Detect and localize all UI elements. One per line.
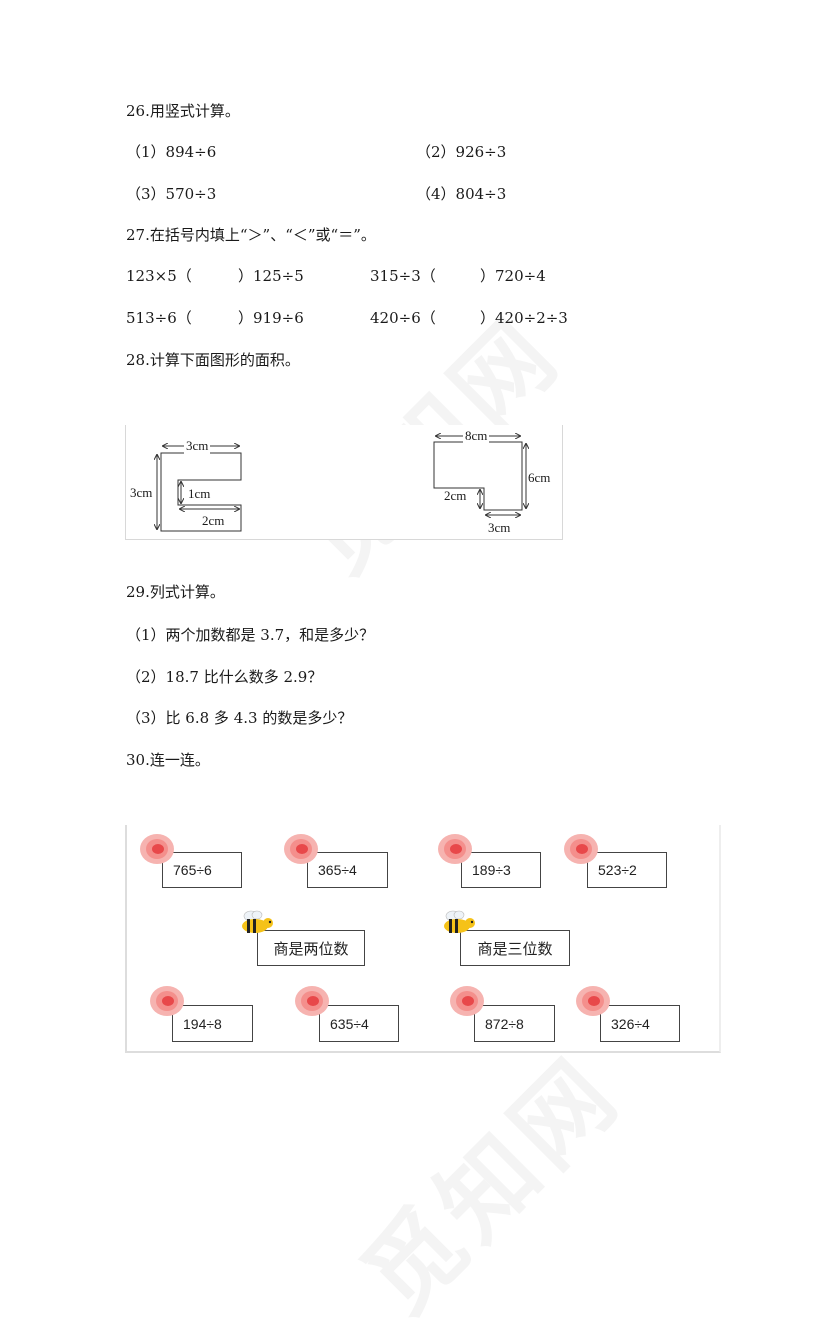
- q26-item-2: （2）926÷3: [416, 143, 507, 161]
- q27-r1c2-left: 315÷3（: [370, 267, 436, 285]
- rose-icon: [438, 834, 472, 864]
- q27-r1c1-right[interactable]: ）125÷5: [238, 267, 304, 285]
- rose-icon: [150, 986, 184, 1016]
- q27-r1c2-right[interactable]: ）720÷4: [480, 267, 546, 285]
- bottom-expr-1[interactable]: 194÷8: [172, 1005, 253, 1042]
- fig2-bottom-label: 3cm: [488, 520, 511, 535]
- q26-item-1: （1）894÷6: [126, 143, 217, 161]
- label-three-digit-quotient[interactable]: 商是三位数: [460, 930, 570, 966]
- fig1-top-label: 3cm: [184, 438, 211, 454]
- q27-title: 27.在括号内填上“＞”、“＜”或“＝”。: [126, 226, 376, 244]
- q30-matching-figure: 765÷6 365÷4 189÷3 523÷2 商是两位数 商是三位数 194÷…: [125, 825, 721, 1053]
- rose-icon: [450, 986, 484, 1016]
- rose-icon: [140, 834, 174, 864]
- q27-r2c1-right[interactable]: ）919÷6: [238, 309, 304, 327]
- q28-title: 28.计算下面图形的面积。: [126, 351, 300, 369]
- q29-item-1: （1）两个加数都是 3.7，和是多少？: [126, 626, 375, 644]
- q27-r1c1-left: 123×5（: [126, 267, 192, 285]
- bottom-expr-2[interactable]: 635÷4: [319, 1005, 399, 1042]
- fig1-height-label: 3cm: [130, 485, 153, 501]
- watermark-bottom: 觅知网: [327, 1020, 646, 1339]
- bee-icon: [242, 910, 273, 933]
- q28-figure: 3cm 3cm 1cm 2cm 8cm 6cm 2cm 3cm: [125, 425, 563, 540]
- rose-icon: [576, 986, 610, 1016]
- rose-icon: [564, 834, 598, 864]
- top-expr-1[interactable]: 765÷6: [162, 852, 242, 888]
- fig2-height-label: 6cm: [528, 470, 551, 485]
- q27-r2c2-right[interactable]: ）420÷2÷3: [480, 309, 568, 327]
- area-figures-diagram: [126, 425, 562, 532]
- rose-icon: [295, 986, 329, 1016]
- q27-r2c2-left: 420÷6（: [370, 309, 436, 327]
- fig1-notch-label: 2cm: [202, 513, 225, 528]
- q29-item-3: （3）比 6.8 多 4.3 的数是多少？: [126, 709, 353, 727]
- q26-item-4: （4）804÷3: [416, 185, 507, 203]
- q29-title: 29.列式计算。: [126, 583, 225, 601]
- fig2-top-label: 8cm: [463, 428, 490, 444]
- label-two-digit-quotient[interactable]: 商是两位数: [257, 930, 365, 966]
- q27-r2c1-left: 513÷6（: [126, 309, 192, 327]
- bottom-expr-4[interactable]: 326÷4: [600, 1005, 680, 1042]
- bee-icon: [444, 910, 475, 933]
- q30-title: 30.连一连。: [126, 751, 210, 769]
- top-expr-3[interactable]: 189÷3: [461, 852, 541, 888]
- fig1-gap-label: 1cm: [188, 486, 211, 501]
- q26-title: 26.用竖式计算。: [126, 102, 240, 120]
- rose-icon: [284, 834, 318, 864]
- bottom-expr-3[interactable]: 872÷8: [474, 1005, 555, 1042]
- q29-item-2: （2）18.7 比什么数多 2.9？: [126, 668, 323, 686]
- c-shape-figure: [157, 446, 242, 532]
- q26-item-3: （3）570÷3: [126, 185, 217, 203]
- fig2-step-label: 2cm: [444, 488, 467, 503]
- top-expr-4[interactable]: 523÷2: [587, 852, 667, 888]
- top-expr-2[interactable]: 365÷4: [307, 852, 388, 888]
